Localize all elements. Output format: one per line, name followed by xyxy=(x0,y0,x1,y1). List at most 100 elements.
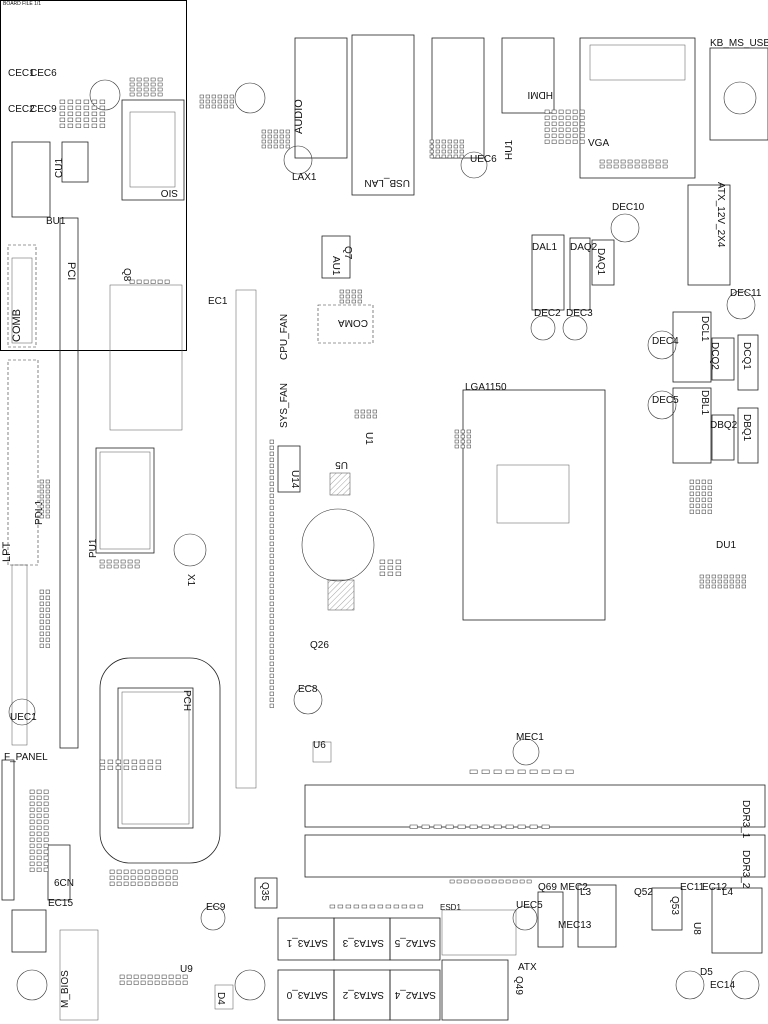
smd-pad xyxy=(91,111,98,116)
smd-pad xyxy=(459,139,464,144)
smd-pad xyxy=(345,294,350,299)
smd-pad xyxy=(150,279,156,284)
smd-pad xyxy=(130,881,136,886)
smd-pad xyxy=(269,691,274,696)
label-u14: U14 xyxy=(289,470,300,489)
label-u5: U5 xyxy=(335,459,348,470)
label-q49: Q49 xyxy=(513,976,524,995)
smd-pad xyxy=(136,92,142,97)
smd-pad xyxy=(131,759,138,764)
smd-pad xyxy=(45,494,50,499)
label-q69: Q69 xyxy=(538,882,557,893)
smd-pad xyxy=(517,769,526,774)
smd-pad xyxy=(83,123,90,128)
smd-pad xyxy=(175,980,181,985)
smd-pad xyxy=(565,115,571,120)
label-u8: U8 xyxy=(691,922,702,935)
smd-pad xyxy=(627,164,633,169)
smd-pad xyxy=(357,289,362,294)
smd-pad xyxy=(45,607,50,612)
smd-pad xyxy=(454,434,459,439)
smd-pad xyxy=(435,154,440,159)
smd-pad xyxy=(99,564,105,569)
smd-pad xyxy=(648,159,654,164)
smd-pad xyxy=(59,123,66,128)
smd-pad xyxy=(689,479,694,484)
smd-pad xyxy=(45,601,50,606)
smd-pad xyxy=(711,574,716,579)
smd-pad xyxy=(357,299,362,304)
smd-pad xyxy=(147,974,153,979)
smd-pad xyxy=(99,123,106,128)
smd-pad xyxy=(43,849,49,854)
smd-pad xyxy=(172,869,178,874)
label-sys-fan: SYS_FAN xyxy=(279,383,290,428)
smd-pad xyxy=(67,99,74,104)
smd-pad xyxy=(541,824,550,829)
smd-pad xyxy=(366,414,371,419)
smd-pad xyxy=(729,579,734,584)
smd-pad xyxy=(267,129,272,134)
smd-pad xyxy=(345,289,350,294)
smd-pad xyxy=(544,127,550,132)
smd-pad xyxy=(143,77,149,82)
smd-pad xyxy=(91,99,98,104)
smd-pad xyxy=(261,139,266,144)
smd-pad xyxy=(735,579,740,584)
smd-pad xyxy=(126,980,132,985)
smd-pad xyxy=(45,504,50,509)
smd-pad xyxy=(45,509,50,514)
smd-pad xyxy=(466,429,471,434)
smd-pad xyxy=(505,769,514,774)
smd-pad xyxy=(579,115,585,120)
label-hdmi: HDMI xyxy=(527,89,553,100)
smd-pad xyxy=(29,789,35,794)
smd-pad xyxy=(36,807,42,812)
smd-pad xyxy=(29,795,35,800)
smd-pad xyxy=(466,434,471,439)
smd-pad xyxy=(269,565,274,570)
smd-pad xyxy=(67,111,74,116)
smd-pad xyxy=(372,414,377,419)
smd-pad xyxy=(695,479,700,484)
smd-pad xyxy=(558,121,564,126)
smd-pad xyxy=(119,980,125,985)
smd-pad xyxy=(339,299,344,304)
smd-pad xyxy=(39,504,44,509)
smd-pad xyxy=(267,139,272,144)
smd-pad xyxy=(579,127,585,132)
smd-pad xyxy=(172,881,178,886)
smd-pad xyxy=(466,439,471,444)
smd-pad xyxy=(67,105,74,110)
smd-pad xyxy=(453,144,458,149)
smd-pad xyxy=(269,571,274,576)
smd-pad xyxy=(36,795,42,800)
smd-pad xyxy=(223,104,228,109)
smd-pad xyxy=(285,139,290,144)
smd-pad xyxy=(689,497,694,502)
smd-pad xyxy=(39,494,44,499)
smd-pad xyxy=(627,159,633,164)
smd-pad xyxy=(285,144,290,149)
smd-pad xyxy=(565,127,571,132)
smd-pad xyxy=(39,625,44,630)
label-sata3-1: SATA3_1 xyxy=(286,937,328,948)
smd-pad xyxy=(441,154,446,159)
smd-pad xyxy=(39,595,44,600)
smd-pad xyxy=(269,457,274,462)
label-dbl1: DBL1 xyxy=(699,390,710,415)
smd-pad xyxy=(139,759,146,764)
smd-pad xyxy=(269,493,274,498)
smd-pad xyxy=(269,547,274,552)
label-x1: X1 xyxy=(185,574,196,587)
label-cec2: CEC2 xyxy=(8,104,35,115)
smd-pad xyxy=(558,127,564,132)
smd-pad xyxy=(606,159,612,164)
smd-pad xyxy=(269,649,274,654)
label-q53: Q53 xyxy=(669,896,680,915)
smd-pad xyxy=(337,904,344,909)
smd-pad xyxy=(36,801,42,806)
smd-pad xyxy=(460,434,465,439)
smd-pad xyxy=(701,503,706,508)
smd-pad xyxy=(705,584,710,589)
